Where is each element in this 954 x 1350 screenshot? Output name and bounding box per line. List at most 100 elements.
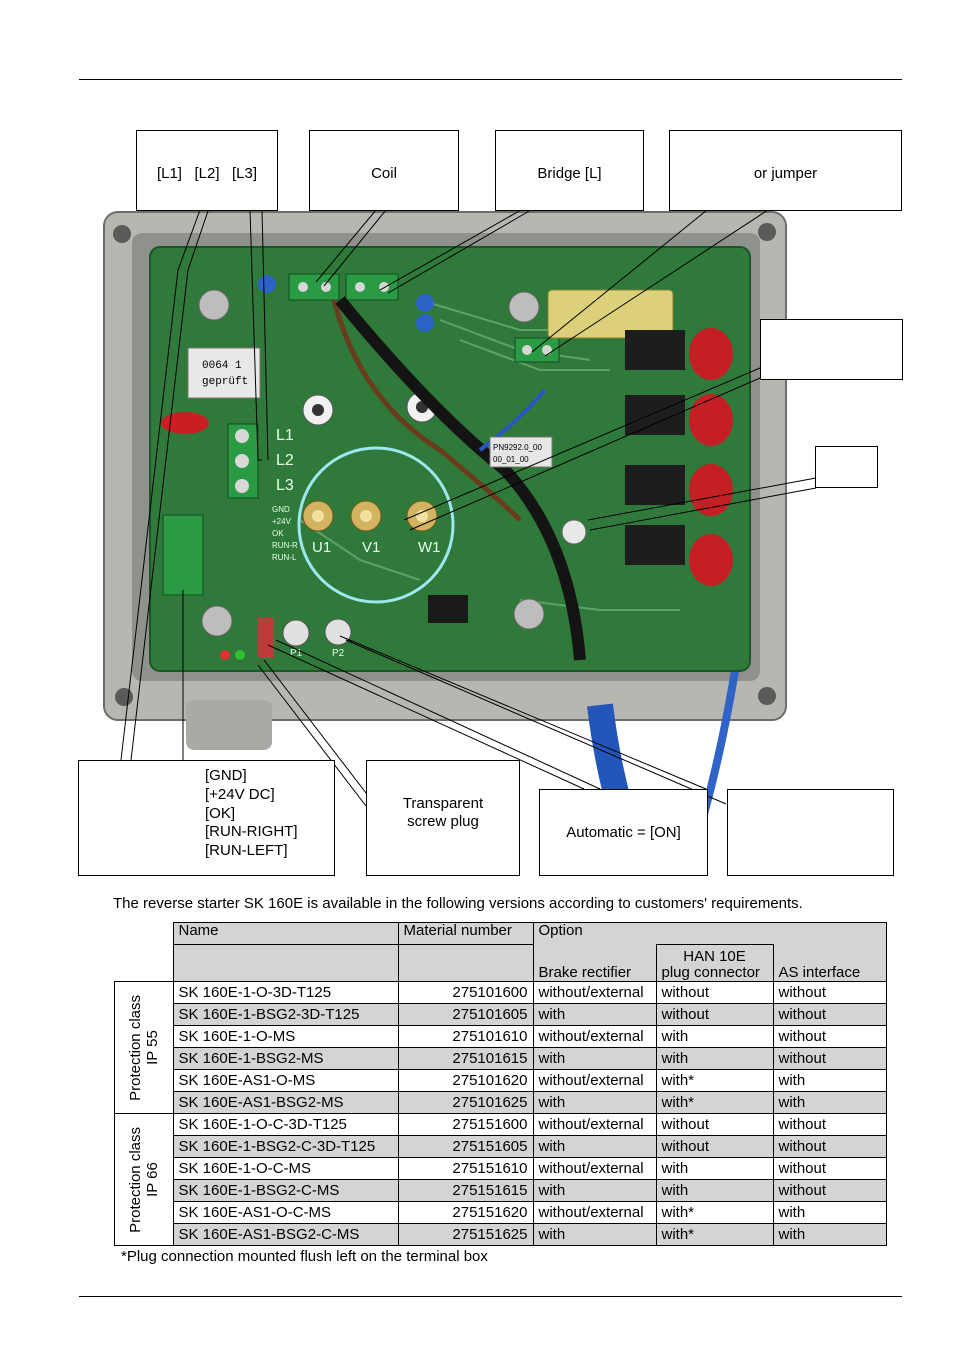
material-cell: 275101620 <box>397 1069 534 1092</box>
corner-screw <box>113 225 131 243</box>
brown-wire <box>331 299 522 522</box>
material-cell: 275151600 <box>397 1113 534 1136</box>
header-han-line2: plug connector <box>661 964 760 981</box>
material-cell: 275101610 <box>397 1025 534 1048</box>
han-cell: with* <box>655 1069 774 1092</box>
as-cell: without <box>772 1135 887 1158</box>
board-label-l2: L2 <box>276 452 294 469</box>
protection-class-line2: IP 55 <box>143 1030 161 1065</box>
name-cell: SK 160E-1-BSG2-MS <box>172 1047 399 1070</box>
callout-l-terminals: [L1] [L2] [L3] <box>136 130 278 211</box>
callout-potentiometer <box>727 789 894 876</box>
callout-bridge: Bridge [L] <box>495 130 644 211</box>
test-label <box>187 347 261 399</box>
brake-cell: with <box>532 1223 657 1246</box>
brake-cell: with <box>532 1135 657 1158</box>
board-label-l3: L3 <box>276 477 294 494</box>
protection-class-line2: IP 66 <box>143 1162 161 1197</box>
control-line: [+24V DC] <box>205 786 275 803</box>
brake-cell: without/external <box>532 1069 657 1092</box>
board-label-gnd: GND <box>272 505 290 514</box>
han-cell: with <box>655 1025 774 1048</box>
board-label-runl: RUN-L <box>272 553 297 562</box>
as-cell: with <box>772 1223 887 1246</box>
callout-coil: Coil <box>309 130 459 211</box>
brake-cell: with <box>532 1091 657 1114</box>
callout-jumper: or jumper <box>669 130 902 211</box>
han-cell: with* <box>655 1201 774 1224</box>
black-cable <box>335 296 586 661</box>
as-cell: without <box>772 1003 887 1026</box>
han-cell: with* <box>655 1091 774 1114</box>
name-cell: SK 160E-1-O-3D-T125 <box>172 981 399 1004</box>
table-header-row: Name Material number Option <box>114 922 887 945</box>
board-label-runr: RUN-R <box>272 541 298 550</box>
as-cell: with <box>772 1091 887 1114</box>
han-cell: without <box>655 1003 774 1026</box>
name-cell: SK 160E-1-BSG2-3D-T125 <box>172 1003 399 1026</box>
header-material-cont <box>397 944 534 982</box>
name-cell: SK 160E-AS1-BSG2-C-MS <box>172 1223 399 1246</box>
material-cell: 275151620 <box>397 1201 534 1224</box>
corner-screw <box>758 687 776 705</box>
pn-sticker-line1: PN9292.0_00 <box>493 443 542 452</box>
han-cell: with* <box>655 1223 774 1246</box>
board-label-w1: W1 <box>418 539 441 556</box>
han-cell: with <box>655 1157 774 1180</box>
name-cell: SK 160E-1-BSG2-C-3D-T125 <box>172 1135 399 1158</box>
han-cell: without <box>655 981 774 1004</box>
brake-cell: without/external <box>532 981 657 1004</box>
brake-cell: without/external <box>532 1201 657 1224</box>
blue-signal-wire <box>478 388 547 452</box>
callout-fuse <box>815 446 878 488</box>
brake-cell: without/external <box>532 1113 657 1136</box>
footnote: *Plug connection mounted flush left on t… <box>121 1248 488 1265</box>
name-cell: SK 160E-1-BSG2-C-MS <box>172 1179 399 1202</box>
name-cell: SK 160E-AS1-BSG2-MS <box>172 1091 399 1114</box>
header-material: Material number <box>397 922 534 945</box>
bottom-rule <box>79 1296 902 1297</box>
board-label-p2: P2 <box>332 648 345 659</box>
header-spacer <box>114 944 173 982</box>
top-rule <box>79 79 902 80</box>
control-line: [RUN-RIGHT] <box>205 823 298 840</box>
versions-table: Name Material number Option Brake rectif… <box>114 922 887 1246</box>
board-label-u1: U1 <box>312 539 331 556</box>
header-name: Name <box>172 922 399 945</box>
potentiometer-p1 <box>282 619 310 647</box>
callout-bridge-text: Bridge [L] <box>537 165 602 182</box>
control-line: [OK] <box>205 805 236 822</box>
motor-terminal-highlight <box>297 446 455 604</box>
control-line: [GND] <box>205 767 247 784</box>
as-cell: without <box>772 1157 887 1180</box>
han-cell: with <box>655 1179 774 1202</box>
pn-sticker <box>489 436 553 468</box>
brake-cell: without/external <box>532 1025 657 1048</box>
cable-gland <box>186 700 272 750</box>
name-cell: SK 160E-AS1-O-MS <box>172 1069 399 1092</box>
header-name-cont <box>172 944 399 982</box>
dip-switch <box>258 618 274 658</box>
control-line: [RUN-LEFT] <box>205 842 288 859</box>
material-cell: 275151625 <box>397 1223 534 1246</box>
han-cell: without <box>655 1135 774 1158</box>
as-cell: with <box>772 1069 887 1092</box>
header-as: AS interface <box>772 944 887 982</box>
intro-text: The reverse starter SK 160E is available… <box>113 895 803 912</box>
as-cell: without <box>772 981 887 1004</box>
board-label-v1: V1 <box>362 539 380 556</box>
header-han-line1: HAN 10E <box>683 948 746 965</box>
as-cell: without <box>772 1113 887 1136</box>
han-cell: with <box>655 1047 774 1070</box>
test-label-line2: geprüft <box>202 376 248 388</box>
